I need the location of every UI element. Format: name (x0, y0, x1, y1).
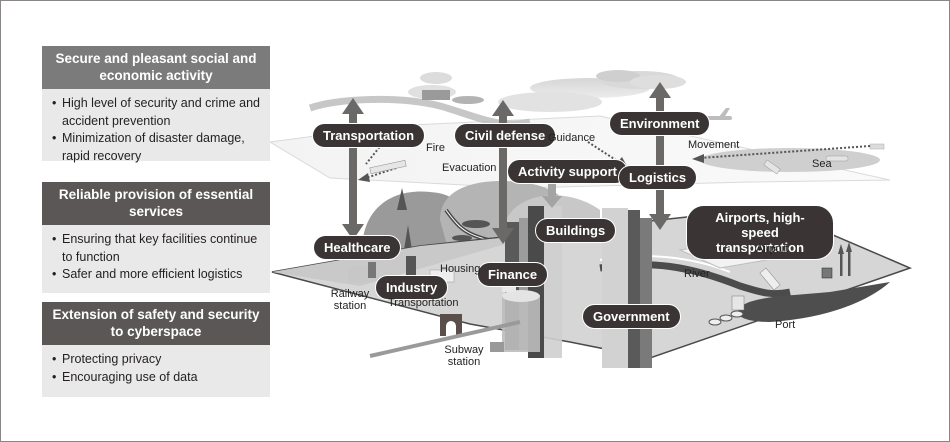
label-transportation: Transportation (312, 123, 426, 148)
panel-bullet: Minimization of disaster damage, rapid r… (52, 130, 262, 165)
note-port: Port (775, 319, 796, 331)
wind-turbines (838, 242, 852, 276)
panel-cyberspace: Extension of safety and security to cybe… (42, 302, 270, 397)
subway-station (369, 314, 521, 358)
panel-social-economic-activity: Secure and pleasant social and economic … (42, 46, 270, 163)
note-sea: Sea (812, 158, 832, 170)
label-civil-defense: Civil defense (454, 123, 557, 148)
label-airports-high-speed-transportation: Airports, high-speed transportation (686, 205, 834, 260)
label-buildings: Buildings (535, 218, 617, 243)
drone-icon (420, 72, 484, 104)
arrow-activity-support (542, 178, 562, 208)
city-diagram: Transportation Civil defense Environment… (270, 60, 950, 440)
panel-bullet: Safer and more efficient logistics (52, 266, 262, 284)
panel-body: High level of security and crime and acc… (42, 89, 270, 163)
panel-body: Ensuring that key facilities continue to… (42, 225, 270, 293)
note-guidance: Guidance (548, 132, 596, 144)
panel-bullet: Protecting privacy (52, 351, 262, 369)
panel-bullet: High level of security and crime and acc… (52, 95, 262, 130)
storage-tanks (708, 295, 745, 326)
panel-essential-services: Reliable provision of essential services… (42, 182, 270, 293)
panel-body: Protecting privacy Encouraging use of da… (42, 345, 270, 397)
label-finance: Finance (477, 262, 549, 287)
label-logistics: Logistics (618, 165, 698, 190)
panel-bullet: Encouraging use of data (52, 369, 262, 387)
panel-title: Reliable provision of essential services (42, 182, 270, 225)
note-river: River (684, 268, 710, 280)
label-government: Government (582, 304, 681, 329)
note-subway-station: Subway station (444, 344, 484, 368)
note-airport: Airport (756, 243, 789, 255)
arrow-environment (649, 82, 671, 230)
note-movement: Movement (688, 139, 740, 151)
label-healthcare: Healthcare (313, 235, 402, 260)
arrow-civil-defense (492, 100, 514, 244)
label-environment: Environment (609, 111, 711, 136)
note-housing: Housing (440, 263, 481, 275)
port-water (738, 282, 890, 322)
panel-bullet: Ensuring that key facilities continue to… (52, 231, 262, 266)
panel-title: Secure and pleasant social and economic … (42, 46, 270, 89)
note-fire: Fire (426, 142, 445, 154)
panel-title: Extension of safety and security to cybe… (42, 302, 270, 345)
note-railway-station: Railway station (330, 288, 370, 312)
label-industry: Industry (375, 275, 449, 300)
arrow-transportation (342, 98, 364, 240)
note-evacuation: Evacuation (442, 162, 497, 174)
note-transportation-ground: Transportation (388, 297, 459, 309)
label-activity-support: Activity support (507, 159, 628, 184)
